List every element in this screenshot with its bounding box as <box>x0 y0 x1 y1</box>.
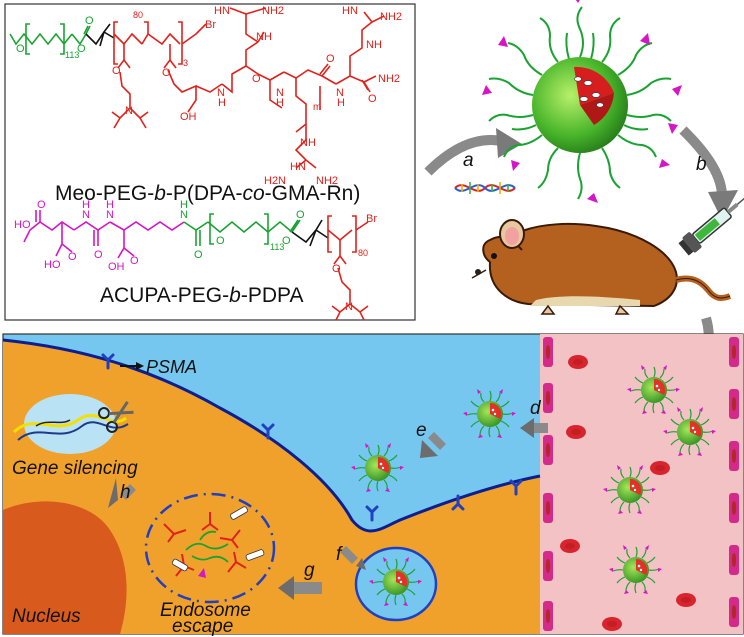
polymer2-o2: O <box>68 251 77 263</box>
arrow-h <box>108 478 136 508</box>
polymer1-o2: O <box>77 43 86 55</box>
mouse <box>471 219 732 315</box>
polymer2-ho-b: HO <box>44 259 61 271</box>
polymer1-n2: N <box>217 87 225 99</box>
polymer1-oh: OH <box>180 111 197 123</box>
polymer1-o3: O <box>85 15 94 27</box>
nucleus-label: Nucleus <box>12 606 81 627</box>
polymer1-nh-c: NH <box>300 137 316 149</box>
polymer2-h3: H <box>180 199 188 211</box>
polymer1-nh2-d: NH2 <box>316 175 338 187</box>
polymer1-n-dpa: 80 <box>133 10 143 20</box>
arrow-g <box>278 576 322 600</box>
endocytic-vesicle <box>354 546 438 622</box>
polymer2-o7: O <box>282 235 291 247</box>
polymer1-hn-b: HN <box>342 5 358 17</box>
polymer1-nh-b: NH <box>366 39 382 51</box>
nucleus <box>3 501 127 634</box>
arrow-e <box>420 432 446 458</box>
dna-helix <box>454 182 516 194</box>
polymer2-n4: N <box>345 301 353 313</box>
syringe-icon <box>678 192 744 256</box>
step-label-e: e <box>416 420 427 441</box>
polymer1-n-peg: 113 <box>65 50 79 60</box>
polymer2-n-dpa: 80 <box>358 248 368 258</box>
polymer1-name: Meo-PEG-b-P(DPA-co-GMA-Rn) <box>55 182 360 205</box>
polymer1-m: m <box>313 102 321 113</box>
polymer1-h2: H <box>276 97 284 109</box>
step-label-g: g <box>304 560 315 581</box>
psma-label: PSMA <box>146 357 197 377</box>
polymer2-h2: H <box>106 199 114 211</box>
scissors-icon <box>98 400 134 433</box>
polymer2-structure: HO O HO O N H O N H OH O N H O O 113 O O… <box>14 199 377 321</box>
polymer2-o9: O <box>332 263 341 275</box>
polymer2-o3: O <box>94 249 103 261</box>
gene-silencing-label: Gene silencing <box>12 458 138 479</box>
polymer1-h3: H <box>337 97 345 109</box>
polymer2-n3: N <box>180 209 188 221</box>
endosome <box>144 492 276 604</box>
polymer1-o7: O <box>326 53 335 65</box>
polymer1-n-gma: 3 <box>183 58 188 68</box>
polymer1-o5: O <box>162 67 171 79</box>
polymer2-br: Br <box>366 213 377 225</box>
polymer1-nh2-a: NH2 <box>378 73 400 85</box>
polymer2-n2: N <box>106 209 114 221</box>
nanoparticle-large <box>482 0 682 203</box>
polymer2-o8: O <box>296 209 305 221</box>
polymer2-o5: O <box>194 249 203 261</box>
polymer1-o1: O <box>16 43 25 55</box>
polymer2-o1: O <box>37 199 46 211</box>
polymer2-o6: O <box>216 235 225 247</box>
polymer2-name: ACUPA-PEG-b-PDPA <box>100 284 303 307</box>
step-label-d: d <box>530 398 542 419</box>
polymer1-hn-c: HN <box>290 161 306 173</box>
polymer1-br: Br <box>205 19 216 31</box>
polymer1-structure: O 113 O O <box>9 5 402 187</box>
polymer1-n1: N <box>125 105 133 117</box>
polymer2-oh: OH <box>108 261 125 273</box>
polymer2-h1: H <box>82 199 90 211</box>
polymer1-h2n: H2N <box>264 175 286 187</box>
polymer1-n4: N <box>336 87 344 99</box>
arrow-b <box>679 126 738 220</box>
polymer2-o4: O <box>130 255 139 267</box>
polymer2-ho-a: HO <box>14 219 31 231</box>
step-label-a: a <box>463 150 474 171</box>
step-label-h: h <box>120 482 131 503</box>
endosome-label-1: Endosome <box>160 600 251 621</box>
polymer1-n3: N <box>276 87 284 99</box>
polymer2-n-peg: 113 <box>270 242 284 252</box>
gene-silencing-scene <box>12 394 129 454</box>
arrow-a <box>424 128 522 176</box>
chemistry-panel <box>4 3 416 321</box>
polymer1-o4: O <box>112 65 121 77</box>
polymer1-nh-a: NH <box>256 31 272 43</box>
endosome-label-2: escape <box>172 616 233 637</box>
polymer1-o8: O <box>368 93 377 105</box>
polymer1-o6: O <box>252 73 261 85</box>
arrow-f <box>340 546 366 570</box>
step-label-b: b <box>696 154 707 175</box>
polymer1-hn-a: HN <box>214 5 230 17</box>
polymer1-h1: H <box>218 97 226 109</box>
psma-receptors <box>101 353 523 522</box>
polymer1-nh2-b: NH2 <box>262 5 284 17</box>
polymer2-n1: N <box>82 209 90 221</box>
step-label-f: f <box>336 544 343 565</box>
psma-arrow <box>120 362 144 370</box>
polymer1-nh2-c: NH2 <box>380 11 402 23</box>
arrow-d <box>520 418 548 438</box>
